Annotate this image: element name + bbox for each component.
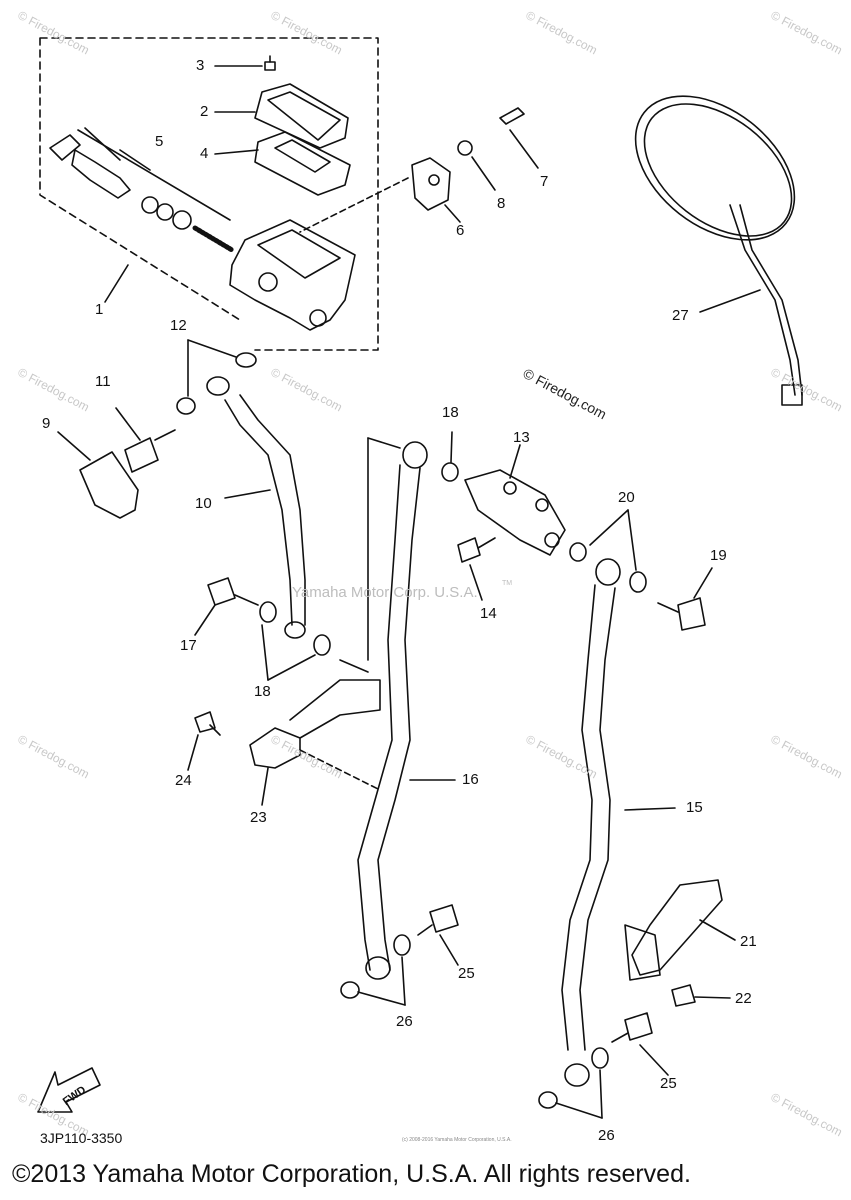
part-3-screw bbox=[214, 55, 276, 71]
callout-18a: 18 bbox=[254, 683, 271, 700]
part-11-bolt bbox=[115, 407, 176, 473]
part-7-bolt bbox=[499, 107, 539, 169]
part-23-clamp bbox=[249, 679, 381, 806]
callout-4: 4 bbox=[200, 145, 209, 162]
callout-22: 22 bbox=[735, 990, 752, 1007]
callout-8: 8 bbox=[497, 195, 506, 212]
watermark-tm: TM bbox=[502, 580, 513, 587]
part-21-bracket bbox=[624, 879, 736, 981]
callout-25a: 25 bbox=[458, 965, 475, 982]
callout-23: 23 bbox=[250, 809, 267, 826]
part-18-washers-left bbox=[259, 601, 331, 681]
copyright-footer: ©2013 Yamaha Motor Corporation, U.S.A. A… bbox=[12, 1160, 691, 1188]
part-25-bolts bbox=[417, 904, 669, 1076]
callout-17: 17 bbox=[180, 637, 197, 654]
callout-26b: 26 bbox=[598, 1127, 615, 1144]
callout-19: 19 bbox=[710, 547, 727, 564]
part-15-hose bbox=[561, 558, 676, 1087]
part-5-piston-kit bbox=[49, 127, 235, 253]
part-8-nut bbox=[457, 140, 496, 191]
callout-7: 7 bbox=[540, 173, 549, 190]
callout-15: 15 bbox=[686, 799, 703, 816]
callout-26a: 26 bbox=[396, 1013, 413, 1030]
part-12-washer bbox=[176, 339, 257, 415]
callout-2: 2 bbox=[200, 103, 209, 120]
fwd-arrow-icon bbox=[37, 1067, 101, 1113]
part-10-hose bbox=[206, 376, 306, 639]
part-22-bolt bbox=[671, 984, 731, 1007]
part-18-washer-upper bbox=[441, 431, 459, 482]
callout-5: 5 bbox=[155, 133, 164, 150]
part-2-cap bbox=[214, 83, 349, 149]
callout-25b: 25 bbox=[660, 1075, 677, 1092]
part-24-bolt bbox=[187, 711, 221, 771]
callout-24: 24 bbox=[175, 772, 192, 789]
callout-1: 1 bbox=[95, 301, 104, 318]
callout-21: 21 bbox=[740, 933, 757, 950]
part-20-washers bbox=[569, 509, 647, 593]
part-1-master-cylinder bbox=[104, 219, 356, 331]
callout-10: 10 bbox=[195, 495, 212, 512]
callout-20: 20 bbox=[618, 489, 635, 506]
part-27-mirror bbox=[634, 95, 803, 406]
watermark-center: Yamaha Motor Corp. U.S.A. bbox=[292, 584, 478, 601]
callout-11: 11 bbox=[95, 373, 111, 390]
part-19-bolt bbox=[657, 567, 713, 631]
part-16-hose bbox=[339, 437, 456, 980]
callout-12: 12 bbox=[170, 317, 187, 334]
callout-6: 6 bbox=[456, 222, 465, 239]
part-4-diaphragm bbox=[214, 131, 351, 196]
callout-18b: 18 bbox=[442, 404, 459, 421]
diagram-code: 3JP110-3350 bbox=[40, 1130, 123, 1146]
assembly-dashed-box bbox=[39, 37, 379, 351]
callout-13: 13 bbox=[513, 429, 530, 446]
callout-3: 3 bbox=[196, 57, 205, 74]
small-copyright: (c) 2008-2016 Yamaha Motor Corporation, … bbox=[402, 1137, 512, 1143]
callout-27: 27 bbox=[672, 307, 689, 324]
part-17-bolt bbox=[194, 577, 259, 636]
part-13-joint bbox=[464, 444, 566, 556]
part-14-bolt bbox=[457, 537, 496, 601]
callout-9: 9 bbox=[42, 415, 51, 432]
part-6-clamp bbox=[299, 157, 461, 233]
callout-14: 14 bbox=[480, 605, 497, 622]
part-9-cap bbox=[57, 431, 139, 519]
callout-16: 16 bbox=[462, 771, 479, 788]
part-26-washers bbox=[340, 934, 609, 1119]
